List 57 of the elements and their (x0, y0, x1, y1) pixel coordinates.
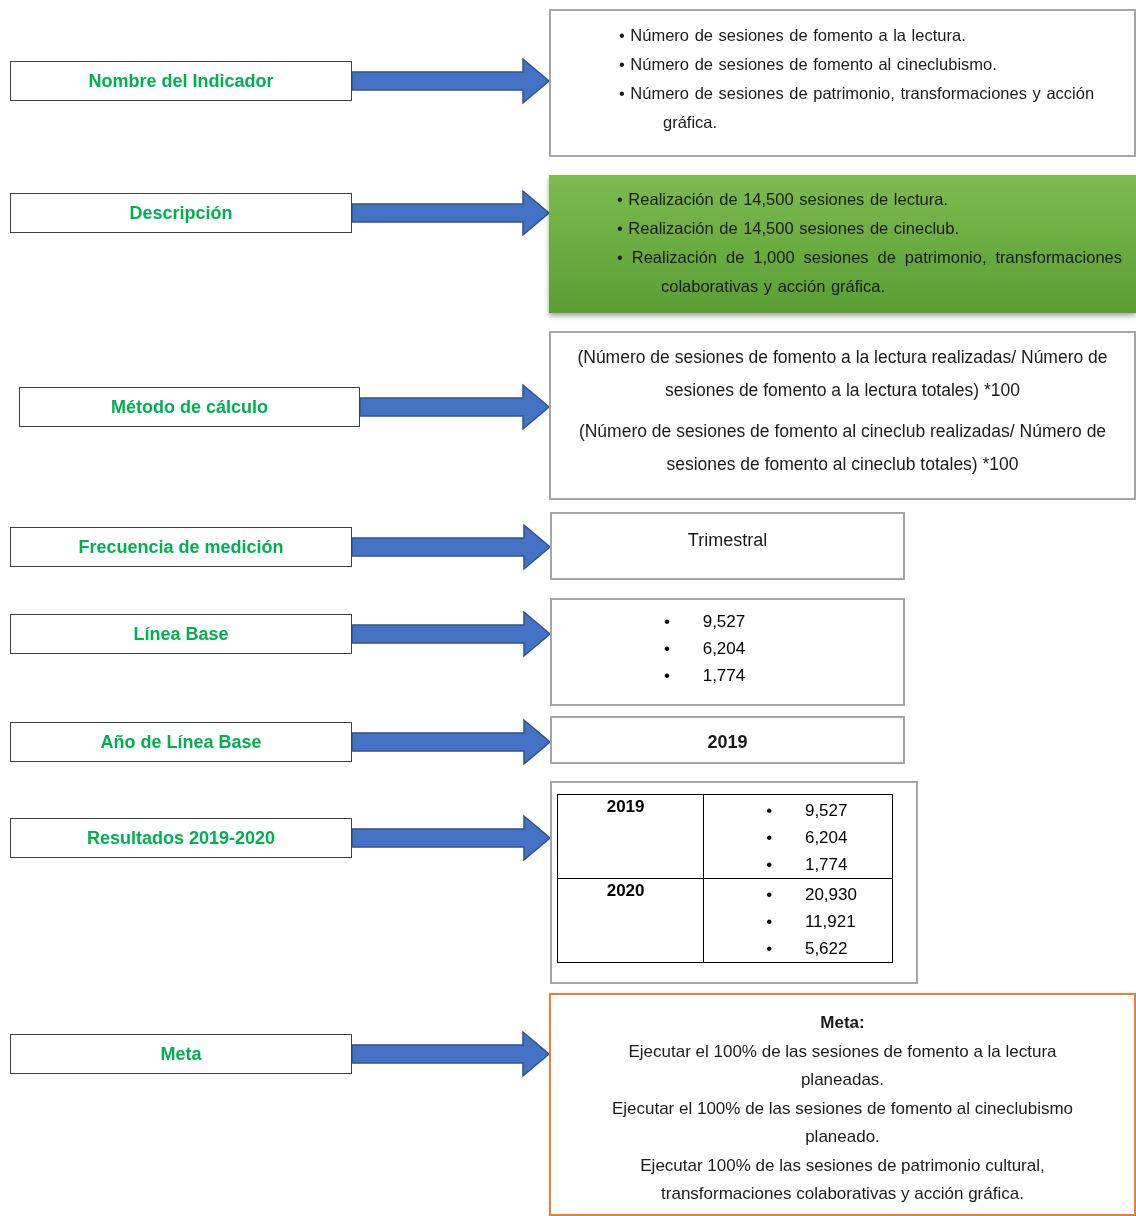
block-arrow (351, 1030, 551, 1078)
block-arrow (359, 383, 551, 431)
bullet-item: • 1,774 (766, 854, 848, 876)
indicator-label: Método de cálculo (111, 396, 268, 418)
label-box (10, 527, 352, 567)
content-box (550, 598, 905, 706)
label-box (10, 614, 352, 654)
block-arrow (351, 189, 551, 237)
content-box (549, 175, 1136, 313)
bullet-item: • Número de sesiones de fomento al cineclubismo. (619, 54, 998, 75)
formula-text: (Número de sesiones de fomento al cineclub realizadas/ Número de sesiones de fomento al cineclub totales) *100 (577, 420, 1108, 476)
content-box (549, 9, 1136, 157)
indicator-label: Nombre del Indicador (88, 70, 274, 92)
bullet-item: • Número de sesiones de fomento a la lectura. (619, 25, 967, 46)
goal-heading: Meta: (820, 1012, 865, 1034)
goal-text: Ejecutar 100% de las sesiones de patrimonio cultural, transformaciones colaborativas y acción gráfica. (639, 1154, 1046, 1205)
bullet-item: • 6,204 (766, 827, 848, 849)
label-box (10, 722, 352, 762)
goal-box (549, 993, 1136, 1216)
block-arrow (351, 523, 552, 571)
content-box (550, 716, 905, 764)
bullet-item: • 11,921 (766, 911, 856, 933)
year-text: 2019 (706, 731, 749, 754)
formula-box (549, 331, 1136, 500)
table-box (550, 781, 918, 984)
label-box (10, 1034, 352, 1074)
bullet-item: • 9,527 (664, 611, 746, 633)
year-cell-text: 2019 (605, 797, 646, 817)
indicator-label: Frecuencia de medición (78, 536, 284, 558)
indicator-label: Resultados 2019-2020 (86, 827, 276, 849)
block-arrow (351, 718, 552, 766)
bullet-item: • 5,622 (766, 938, 848, 960)
goal-text: Ejecutar el 100% de las sesiones de fomento a la lectura planeadas. (627, 1040, 1058, 1091)
bullet-item: • Realización de 1,000 sesiones de patrimonio, transformaciones colaborativas y acción gráfica. (617, 247, 1122, 297)
goal-text: Ejecutar el 100% de las sesiones de fomento al cineclubismo planeado. (610, 1097, 1075, 1148)
indicator-label: Línea Base (133, 623, 229, 645)
frequency-text: Trimestral (686, 529, 769, 552)
indicator-label: Descripción (129, 202, 233, 224)
block-arrow (351, 610, 552, 658)
year-cell-text: 2020 (605, 881, 646, 901)
label-box (10, 61, 352, 101)
formula-text: (Número de sesiones de fomento a la lectura realizadas/ Número de sesiones de fomento a la lectura totales) *100 (576, 346, 1109, 402)
indicator-label: Año de Línea Base (100, 731, 262, 753)
indicator-label: Meta (160, 1043, 202, 1065)
content-box (550, 512, 905, 580)
bullet-item: • 20,930 (766, 884, 857, 906)
bullet-item: • 1,774 (664, 665, 746, 687)
label-box (10, 193, 352, 233)
label-box (19, 387, 360, 427)
bullet-item: • Número de sesiones de patrimonio, transformaciones y acción gráfica. (619, 83, 1096, 133)
label-box (10, 818, 352, 858)
bullet-item: • Realización de 14,500 sesiones de cineclub. (617, 218, 960, 239)
block-arrow (351, 57, 551, 105)
bullet-item: • 9,527 (766, 800, 848, 822)
bullet-item: • 6,204 (664, 638, 746, 660)
bullet-item: • Realización de 14,500 sesiones de lectura. (617, 189, 949, 210)
block-arrow (351, 814, 552, 862)
